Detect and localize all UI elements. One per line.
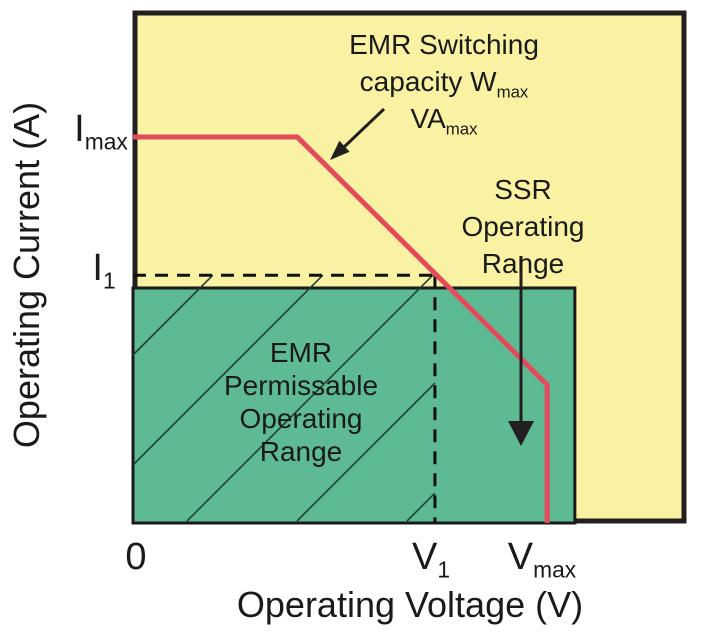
annotation-ssr-operating-range: SSR Operating Range <box>431 171 616 282</box>
y-tick-imax-base: I <box>74 108 85 150</box>
hatch-line <box>132 274 324 466</box>
x-tick-vmax: Vmax <box>507 536 576 581</box>
hatch-line <box>296 382 436 522</box>
annotation-line: SSR Operating <box>461 174 585 242</box>
hatch-line <box>406 492 436 522</box>
y-tick-i1-base: I <box>92 247 103 289</box>
ssr-range-arrow <box>508 256 534 446</box>
y-tick-imax-sub: max <box>84 128 128 155</box>
annotation-line: Range <box>481 248 565 279</box>
x-tick-zero: 0 <box>125 536 147 578</box>
annotation-line: Operating <box>239 403 363 434</box>
y-tick-i1: I1 <box>92 247 115 292</box>
y-axis-title: Operating Current (A) <box>6 101 47 449</box>
emr-capacity-arrow <box>330 107 386 160</box>
annotation-emr-switching-capacity: EMR Switching capacity Wmax VAmax <box>349 26 539 137</box>
chart-layers <box>131 10 687 525</box>
hatch-line <box>186 274 434 522</box>
annotation-line: capacity Wmax <box>349 63 539 100</box>
x-tick-v1-base: V <box>411 536 438 578</box>
x-tick-vmax-base: V <box>507 536 534 578</box>
x-axis-title: Operating Voltage (V) <box>236 584 584 625</box>
x-tick-vmax-sub: max <box>533 556 577 583</box>
annotation-text: capacity W <box>359 66 497 97</box>
annotation-text: VA <box>410 103 446 134</box>
annotation-emr-permissable-range: EMR Permissable Operating Range <box>224 336 378 468</box>
ssr-region <box>131 286 577 525</box>
x-tick-v1-sub: 1 <box>437 556 451 583</box>
limit-curve <box>133 134 550 523</box>
y-tick-imax: Imax <box>74 108 128 153</box>
annotation-line: EMR Switching <box>349 29 539 60</box>
x-tick-v1: V1 <box>411 536 450 581</box>
annotation-line: Permissable <box>223 370 379 401</box>
hatch-line <box>132 274 214 356</box>
annotation-sub: max <box>445 119 478 139</box>
annotation-line: EMR <box>269 337 333 368</box>
annotation-line: Range <box>259 436 343 467</box>
annotation-line: VAmax <box>349 100 539 137</box>
y-tick-i1-sub: 1 <box>102 267 116 294</box>
annotation-sub: max <box>496 82 529 102</box>
